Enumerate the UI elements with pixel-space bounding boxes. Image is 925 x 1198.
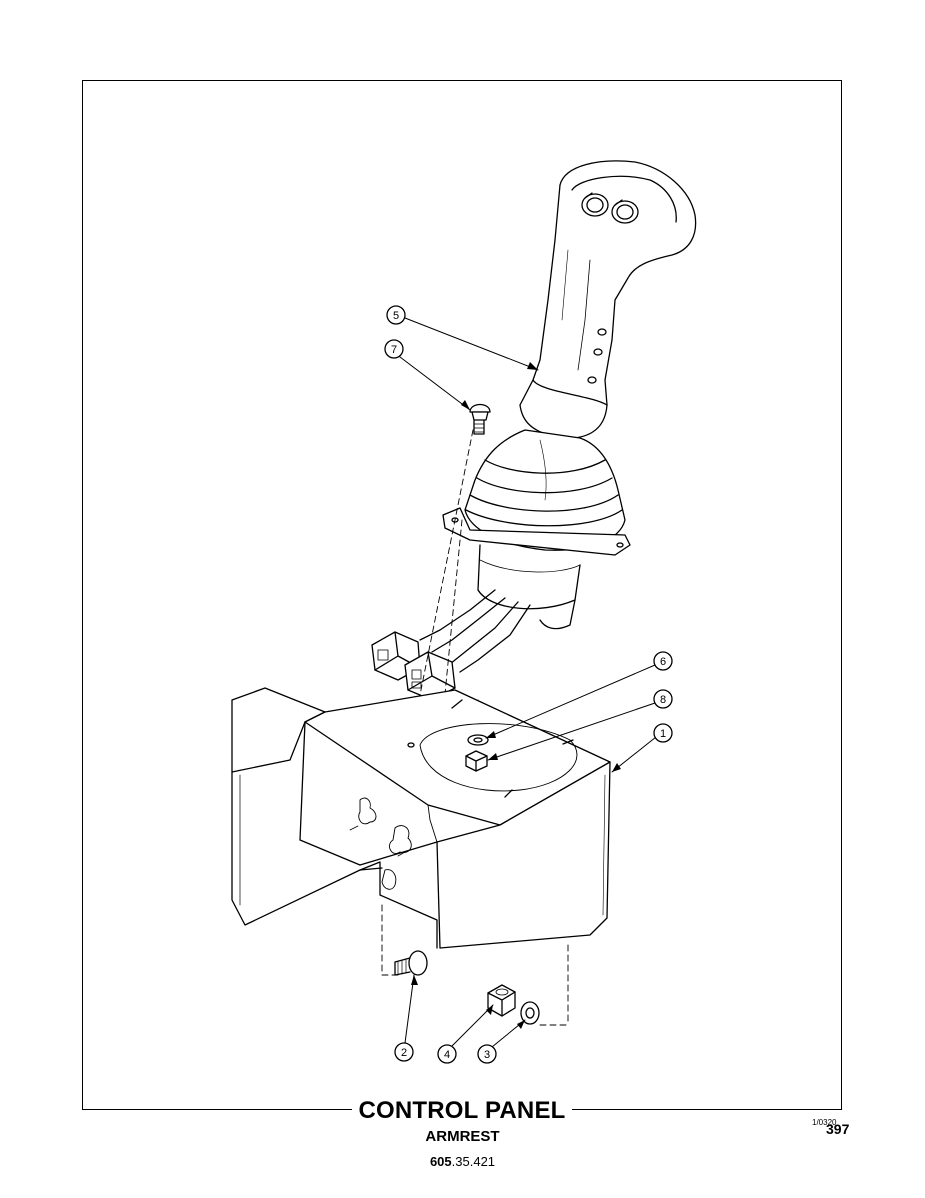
callout-7: 7 bbox=[384, 339, 404, 359]
callout-2: 2 bbox=[394, 1042, 414, 1062]
rubber-boot bbox=[464, 429, 626, 551]
callout-4: 4 bbox=[437, 1044, 457, 1064]
date-code: 1/0320 bbox=[812, 1118, 837, 1127]
svg-text:8: 8 bbox=[660, 694, 666, 706]
mounting-flange bbox=[442, 507, 631, 630]
diagram-subtitle: ARMREST bbox=[425, 1128, 500, 1145]
page-number: 397 bbox=[826, 1121, 850, 1137]
svg-text:3: 3 bbox=[484, 1049, 490, 1061]
callout-3: 3 bbox=[477, 1044, 497, 1064]
washer-part-6 bbox=[467, 734, 489, 746]
svg-text:1: 1 bbox=[660, 728, 666, 740]
nut-part-4 bbox=[487, 984, 516, 1017]
leader-arrowheads bbox=[411, 362, 621, 1029]
callout-5: 5 bbox=[386, 305, 406, 325]
wire-harness-connectors bbox=[371, 589, 531, 701]
leader-lines bbox=[399, 317, 657, 1048]
title-rule: CONTROL PANEL bbox=[82, 1096, 842, 1126]
svg-text:2: 2 bbox=[401, 1047, 407, 1059]
bolt-part-2 bbox=[394, 950, 428, 976]
svg-text:5: 5 bbox=[393, 310, 399, 322]
callout-6: 6 bbox=[653, 651, 673, 671]
joystick-handle bbox=[519, 160, 697, 439]
svg-text:6: 6 bbox=[660, 656, 666, 668]
armrest-panel bbox=[231, 687, 611, 949]
part-number-bold: 605 bbox=[429, 1154, 452, 1169]
part-number: 605.35.421 bbox=[0, 1154, 925, 1169]
svg-text:4: 4 bbox=[444, 1049, 450, 1061]
svg-text:7: 7 bbox=[391, 344, 397, 356]
diagram-title: CONTROL PANEL bbox=[352, 1097, 572, 1125]
washer-part-3 bbox=[520, 1001, 540, 1025]
screw-part-7 bbox=[469, 403, 491, 435]
nut-part-8 bbox=[465, 750, 488, 772]
part-number-rest: .35.421 bbox=[451, 1154, 496, 1169]
callout-8: 8 bbox=[653, 689, 673, 709]
callout-1: 1 bbox=[653, 723, 673, 743]
